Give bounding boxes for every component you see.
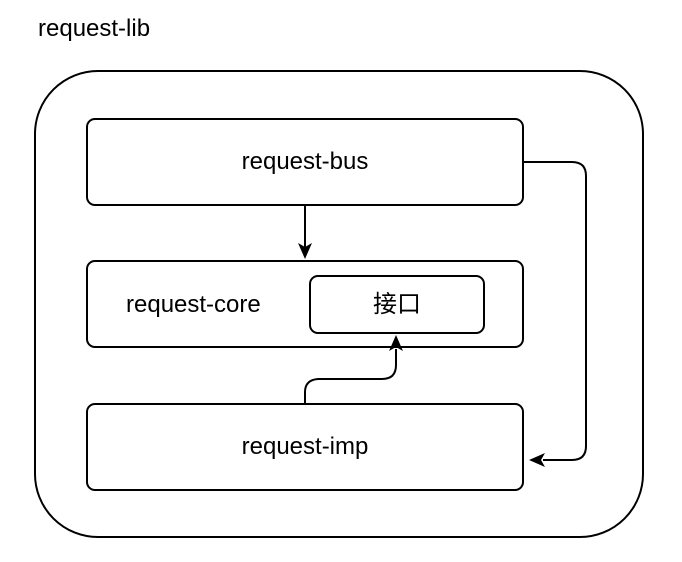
- request-core-label: request-core: [126, 291, 261, 318]
- request-lib-container: [34, 70, 644, 538]
- edge-bus-to-core-arrowhead: [298, 243, 312, 259]
- edge-imp-to-interface-arrowhead: [389, 335, 403, 351]
- request-imp-label: request-imp: [241, 433, 369, 460]
- edge-bus-to-imp: [524, 161, 587, 467]
- request-bus-label: request-bus: [241, 148, 369, 175]
- request-bus-node[interactable]: request-bus: [86, 118, 524, 206]
- container-label: request-lib: [38, 15, 151, 42]
- interface-node[interactable]: 接口: [309, 275, 485, 334]
- edge-imp-to-interface: [304, 335, 403, 403]
- request-imp-node[interactable]: request-imp: [86, 403, 524, 491]
- edge-bus-to-core: [298, 206, 312, 259]
- interface-label: 接口: [373, 290, 421, 318]
- edge-bus-to-imp-arrowhead: [529, 453, 545, 467]
